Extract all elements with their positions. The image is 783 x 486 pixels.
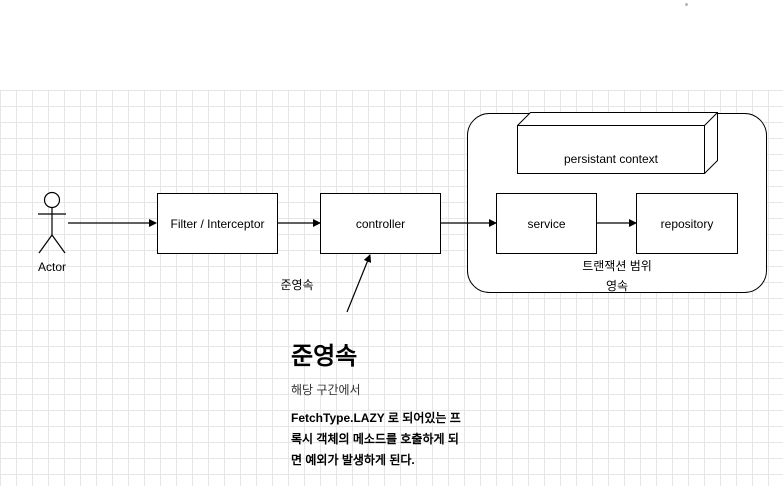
note-title: 준영속 bbox=[291, 343, 358, 370]
persistent-label: 영속 bbox=[605, 279, 629, 293]
persistence-context-label: persistant context bbox=[563, 152, 659, 166]
controller-node[interactable]: controller bbox=[320, 193, 441, 254]
transaction-scope-label: 트랜잭션 범위 bbox=[582, 259, 652, 273]
service-node[interactable]: service bbox=[496, 193, 597, 254]
repository-node[interactable]: repository bbox=[636, 193, 738, 254]
arrow-note-to-controller[interactable] bbox=[346, 254, 372, 313]
detached-label: 준영속 bbox=[280, 278, 314, 292]
actor-icon[interactable] bbox=[38, 191, 66, 254]
note-description-line: FetchType.LAZY 로 되어있는 프 bbox=[291, 411, 461, 425]
service-label: service bbox=[527, 216, 566, 231]
filter-interceptor-node[interactable]: Filter / Interceptor bbox=[157, 193, 278, 254]
filter-interceptor-label: Filter / Interceptor bbox=[170, 216, 265, 231]
note-description: FetchType.LAZY 로 되어있는 프 록시 객체의 메소드를 호출하게… bbox=[291, 408, 491, 471]
actor-label: Actor bbox=[37, 260, 67, 274]
note-subtitle: 해당 구간에서 bbox=[291, 383, 361, 397]
repository-label: repository bbox=[660, 216, 714, 231]
persistence-context-cuboid[interactable] bbox=[517, 112, 718, 174]
note-description-line: 록시 객체의 메소드를 호출하게 되 bbox=[291, 432, 459, 446]
canvas-dot bbox=[685, 3, 688, 6]
note-description-line: 면 예외가 발생하게 된다. bbox=[291, 453, 415, 467]
controller-label: controller bbox=[355, 216, 406, 231]
